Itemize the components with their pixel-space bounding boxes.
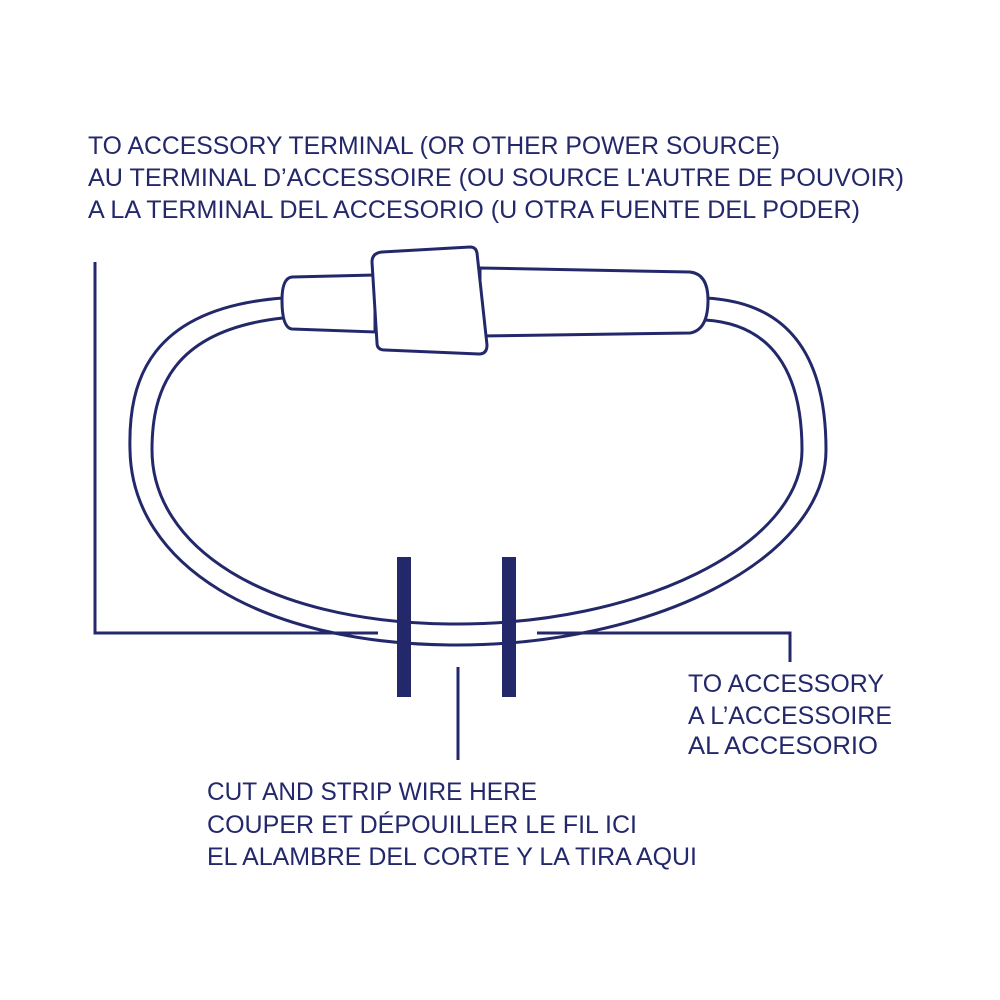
right-label: TO ACCESSORY A L’ACCESSOIRE AL ACCESORIO [688, 670, 892, 760]
cut-mark-left [397, 557, 411, 697]
fuse-holder-left-cap [280, 273, 377, 334]
bottom-label-fr: COUPER ET DÉPOUILLER LE FIL ICI [207, 810, 637, 839]
right-leader-line [537, 631, 792, 662]
right-label-en: TO ACCESSORY [688, 670, 884, 698]
cut-mark-right [502, 557, 516, 697]
wire-loop-outer [128, 296, 828, 647]
bottom-label-es: EL ALAMBRE DEL CORTE Y LA TIRA AQUI [207, 843, 697, 871]
fuse-holder-center-body [370, 245, 489, 356]
bottom-label-en: CUT AND STRIP WIRE HERE [207, 778, 537, 806]
fuse-holder-right-cap [478, 266, 710, 338]
wire-loop-inner [150, 316, 804, 626]
top-label-es: A LA TERMINAL DEL ACCESORIO (U OTRA FUEN… [88, 196, 860, 224]
top-label: TO ACCESSORY TERMINAL (OR OTHER POWER SO… [88, 132, 904, 224]
left-leader-line [93, 262, 378, 635]
bottom-label: CUT AND STRIP WIRE HERE COUPER ET DÉPOUI… [207, 778, 697, 871]
top-label-en: TO ACCESSORY TERMINAL (OR OTHER POWER SO… [88, 132, 780, 160]
right-label-fr: A L’ACCESSOIRE [688, 702, 892, 730]
fuse-holder [280, 245, 710, 356]
right-label-es: AL ACCESORIO [688, 732, 878, 760]
top-label-fr: AU TERMINAL D’ACCESSOIRE (OU SOURCE L'AU… [88, 164, 904, 192]
